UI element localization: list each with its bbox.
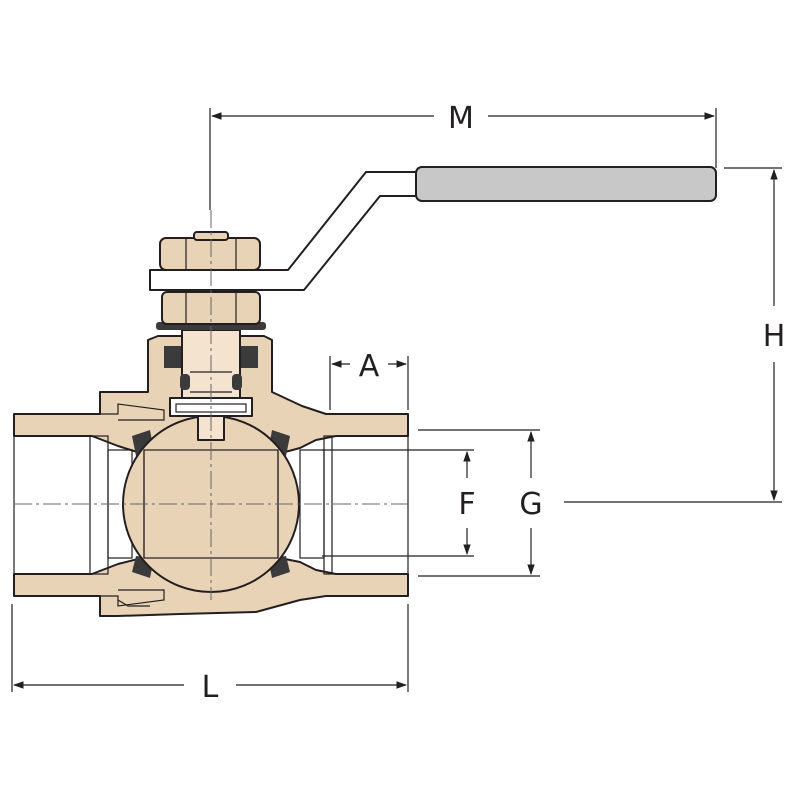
dimension-g: G — [418, 429, 543, 577]
dimension-label-h: H — [763, 319, 786, 354]
dimension-label-g: G — [519, 487, 542, 522]
dimension-a: A — [329, 349, 409, 410]
dimension-label-l: L — [202, 670, 219, 705]
dimension-l: L — [11, 604, 409, 705]
dimension-label-f: F — [458, 487, 475, 522]
center-lines — [14, 210, 410, 600]
dimension-f: F — [322, 449, 476, 557]
handle-nut — [159, 231, 261, 271]
dimension-m: M — [209, 101, 717, 210]
dimension-label-m: M — [448, 101, 474, 136]
valve-handle — [149, 166, 717, 291]
dimension-h: H — [564, 167, 786, 503]
dimension-label-a: A — [359, 349, 380, 384]
